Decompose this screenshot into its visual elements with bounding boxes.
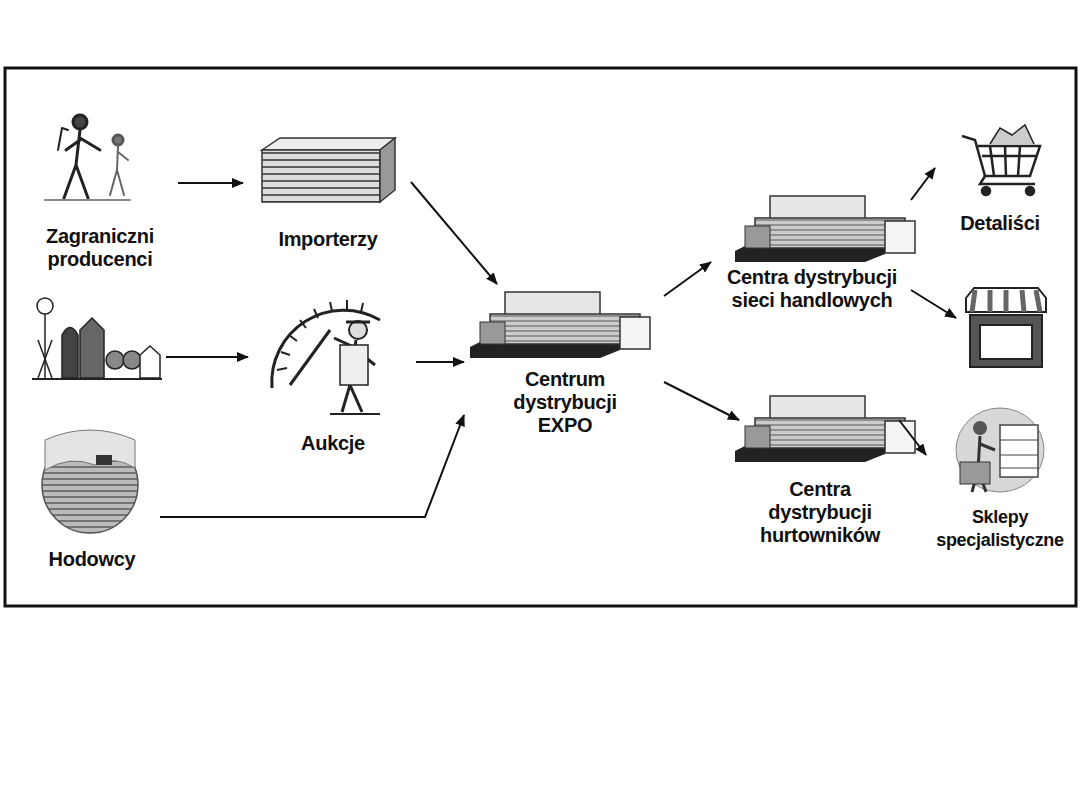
node-label: Detaliści <box>945 212 1055 235</box>
node-label: Aukcje <box>258 432 408 455</box>
flow-node: Aukcje <box>254 296 412 457</box>
node-label: Sklepy specjalistyczne <box>936 506 1064 552</box>
cart-icon <box>962 125 1040 195</box>
node-label: Zagraniczni producenci <box>30 225 170 271</box>
flow-arrow <box>664 382 739 420</box>
node-label: Hodowcy <box>32 548 152 571</box>
warehouse-icon <box>735 196 915 262</box>
shop-icon <box>966 288 1046 367</box>
flow-arrow <box>911 290 956 318</box>
warehouse-icon <box>735 396 915 462</box>
flow-node: Detaliści <box>941 120 1059 237</box>
flow-arrow <box>411 182 497 284</box>
importer-icon <box>262 138 395 202</box>
flow-node: Zagraniczni producenci <box>26 110 174 273</box>
producer-icon <box>45 115 130 200</box>
flow-node: Hodowcy <box>28 430 156 573</box>
flow-arrow <box>899 420 926 455</box>
field-icon <box>42 430 138 533</box>
flow-arrow <box>911 168 935 200</box>
flow-arrow <box>166 356 248 358</box>
flow-arrow <box>664 262 711 296</box>
node-label: Centra dystrybucji sieci handlowych <box>726 266 898 312</box>
flow-arrow <box>160 415 464 517</box>
flow-node: Importerzy <box>249 132 407 253</box>
warehouse-icon <box>470 292 650 358</box>
farm-icon <box>32 298 162 379</box>
flow-node: Sklepy specjalistyczne <box>932 404 1068 554</box>
flow-node: Centra dystrybucji hurtowników <box>745 394 895 549</box>
flow-node <box>32 296 162 384</box>
frame <box>5 68 1076 606</box>
node-label: Importerzy <box>253 228 403 251</box>
flow-arrow <box>178 182 243 184</box>
specialist-shop-icon <box>956 408 1044 492</box>
flow-node: Centra dystrybucji sieci handlowych <box>717 194 907 314</box>
flow-node: Centrum dystrybucji EXPO <box>470 288 660 439</box>
flow-arrow <box>416 361 464 363</box>
node-label: Centra dystrybucji hurtowników <box>750 478 890 547</box>
node-label: Centrum dystrybucji EXPO <box>498 368 633 437</box>
flow-node <box>962 286 1048 372</box>
auction-icon <box>272 300 380 414</box>
